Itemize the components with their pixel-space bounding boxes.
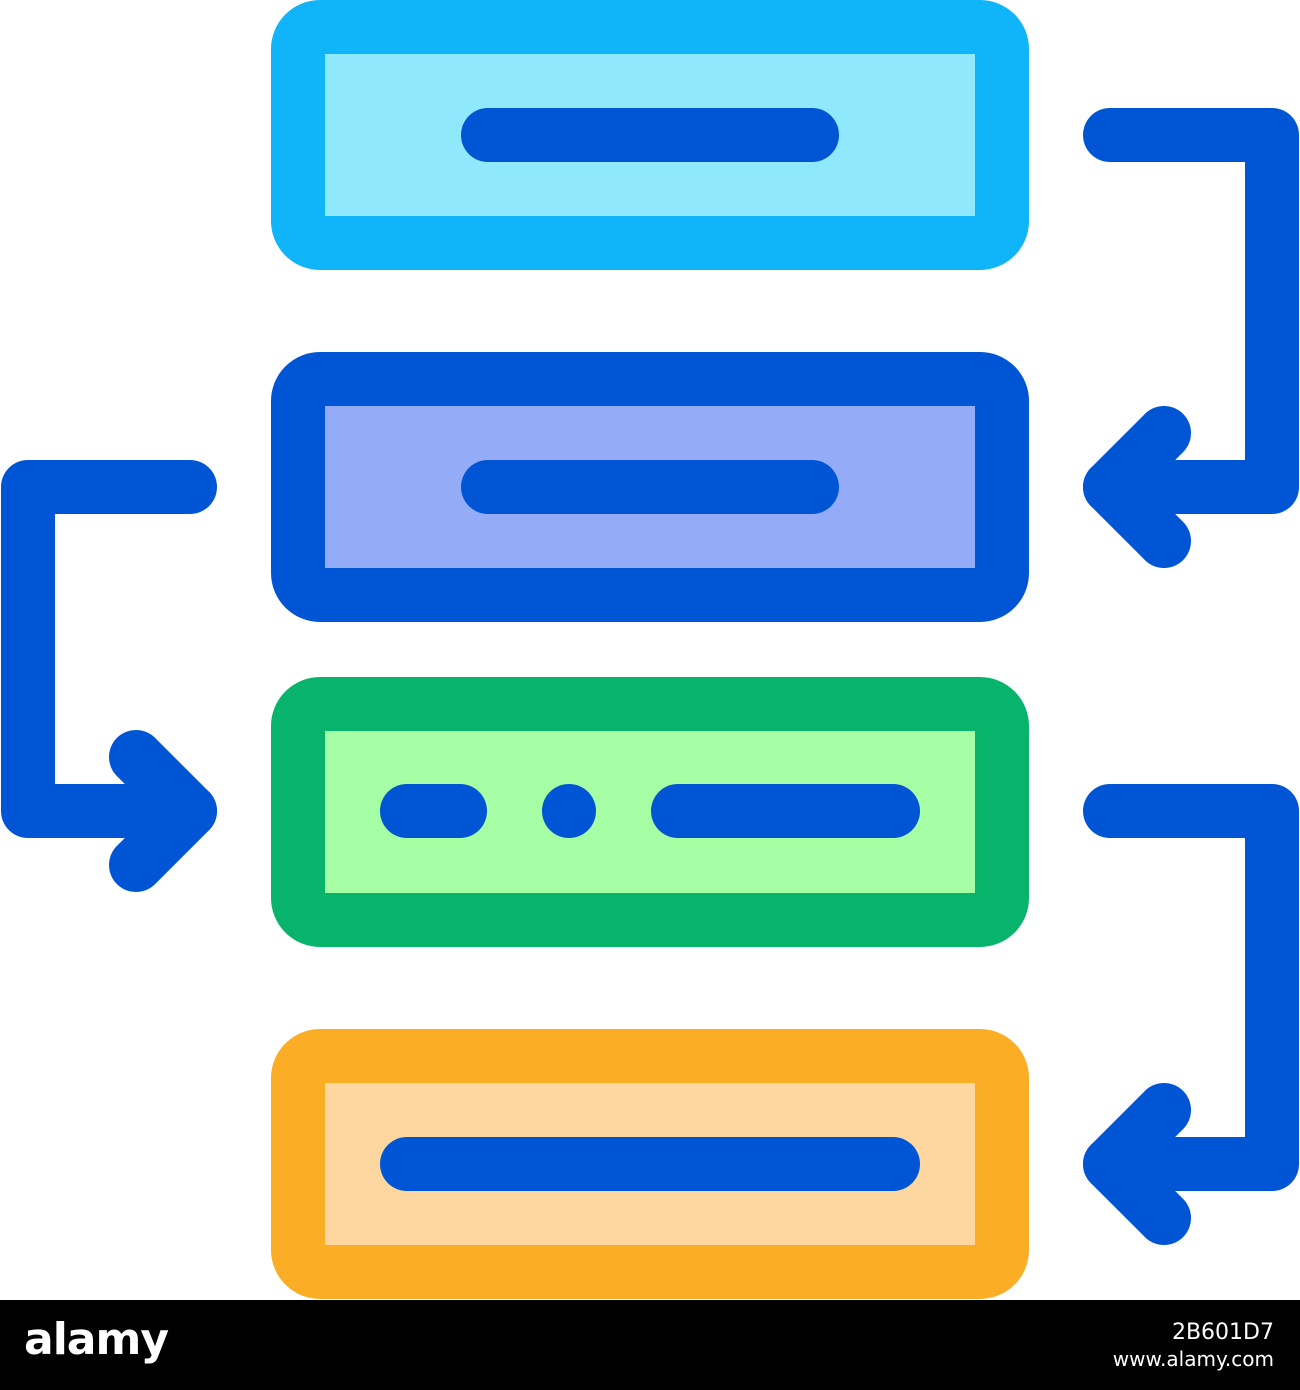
connector-block2-to-block3 — [1, 460, 217, 892]
block-3-dot — [542, 784, 596, 838]
block-3 — [271, 677, 1029, 947]
block-1 — [271, 0, 1029, 270]
connector-1-path — [1083, 108, 1299, 514]
arrow-left-icon — [1083, 1083, 1191, 1245]
block-2 — [271, 352, 1029, 622]
process-flow-diagram — [1, 0, 1299, 1299]
image-info: 2B601D7 www.alamy.com — [1113, 1320, 1274, 1372]
block-4 — [271, 1029, 1029, 1299]
watermark-banner: alamy 2B601D7 www.alamy.com — [0, 1300, 1300, 1390]
arrow-right-icon — [109, 730, 217, 892]
site-url: www.alamy.com — [1112, 1347, 1274, 1371]
alamy-logo: alamy — [24, 1314, 169, 1365]
connector-3-path — [1083, 784, 1299, 1191]
arrow-left-icon — [1083, 406, 1191, 568]
connector-block1-to-block2 — [1083, 108, 1299, 568]
connector-2-path — [1, 460, 217, 838]
block-3-box — [271, 677, 1029, 947]
image-id: 2B601D7 — [1171, 1320, 1274, 1345]
connector-block3-to-block4 — [1083, 784, 1299, 1245]
